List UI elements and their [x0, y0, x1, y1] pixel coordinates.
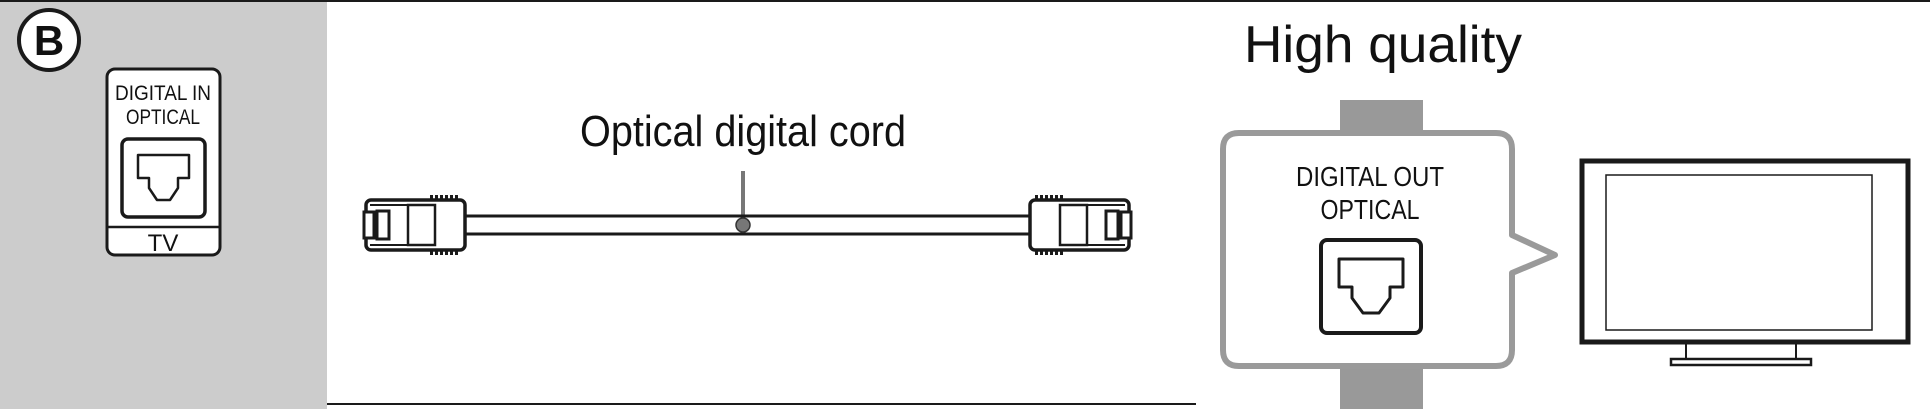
- optical-port-icon: [120, 137, 207, 219]
- optical-plug-icon: [1028, 195, 1133, 255]
- output-panel-title: High quality: [1244, 16, 1522, 74]
- output-label-line2: OPTICAL: [1321, 194, 1420, 225]
- tv-monitor-icon: [1579, 158, 1911, 367]
- tv-port-label-line2: OPTICAL: [126, 106, 200, 129]
- optical-cable: [463, 214, 1032, 236]
- output-callout: DIGITAL OUT OPTICAL: [1220, 130, 1558, 369]
- step-badge-label: B: [34, 17, 64, 64]
- optical-plug-icon: [362, 195, 467, 255]
- optical-port-icon: [1319, 238, 1423, 335]
- cable-label: Optical digital cord: [580, 107, 906, 156]
- output-label-line1: DIGITAL OUT: [1296, 161, 1444, 192]
- tv-port-label-line1: DIGITAL IN: [115, 82, 211, 105]
- step-badge: B: [17, 8, 81, 72]
- tv-device-label: TV: [148, 230, 179, 257]
- tv-port-card: DIGITAL IN OPTICAL TV: [105, 67, 222, 257]
